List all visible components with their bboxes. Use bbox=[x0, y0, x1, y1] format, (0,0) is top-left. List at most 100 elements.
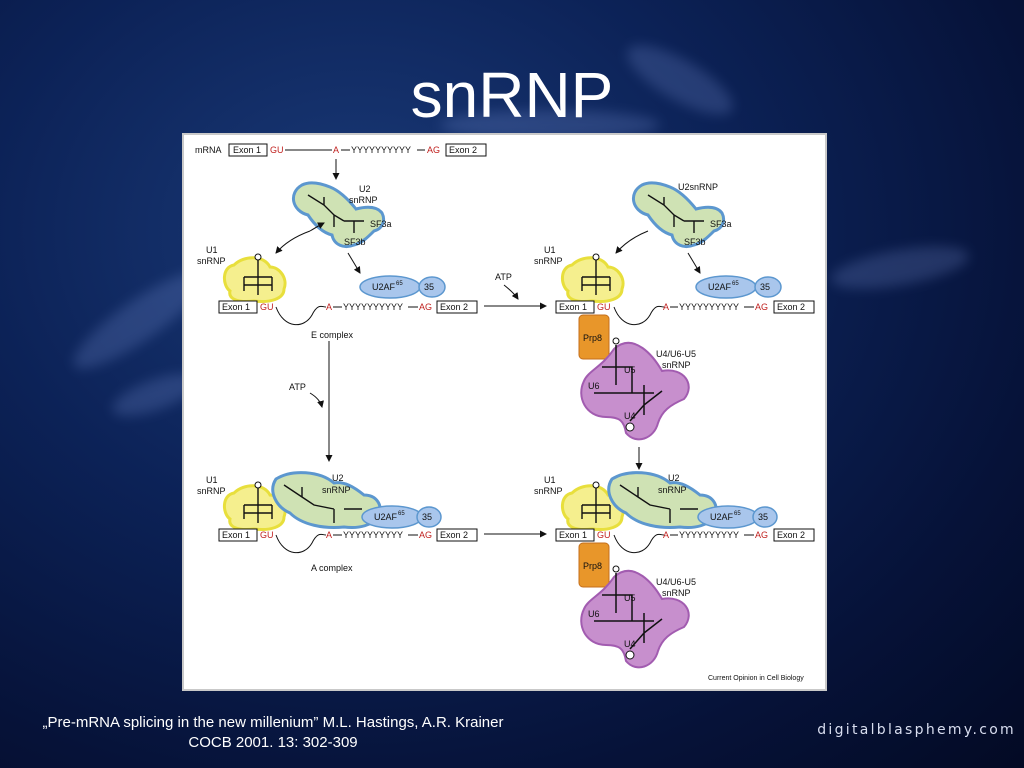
ag-label: AG bbox=[755, 530, 768, 540]
u1-snrnp-label: snRNP bbox=[197, 256, 226, 266]
u2-snrnp-top-left: U2 snRNP SF3a SF3b bbox=[292, 181, 392, 249]
prp8-label: Prp8 bbox=[583, 561, 602, 571]
u2af-top-right: U2AF 65 35 bbox=[695, 275, 782, 299]
u1-snrnp-bottom-right: U1 snRNP bbox=[534, 475, 625, 531]
brand-watermark: digitalblasphemy.com bbox=[817, 722, 1016, 738]
mrna-a-complex: Exon 1 GU A YYYYYYYYYY AG Exon 2 A compl… bbox=[218, 528, 478, 573]
ag-label: AG bbox=[419, 530, 432, 540]
u1-snrnp-bottom-left: U1 snRNP bbox=[197, 475, 287, 531]
snrnp-label: snRNP bbox=[658, 485, 687, 495]
branch-a-label: A bbox=[663, 530, 669, 540]
u2af-label: U2AF bbox=[372, 282, 396, 292]
exon2-label: Exon 2 bbox=[449, 145, 477, 155]
snrnp-label: snRNP bbox=[349, 195, 378, 205]
u2af-sup: 65 bbox=[734, 511, 741, 517]
u1-label: U1 bbox=[206, 475, 218, 485]
mrna-bottom-right: Exon 1 GU A YYYYYYYYYY AG Exon 2 bbox=[555, 528, 815, 553]
u2af-sup: 65 bbox=[398, 511, 405, 517]
u2af-sup: 65 bbox=[396, 281, 403, 287]
u1-snrnp-label: snRNP bbox=[534, 256, 563, 266]
branch-a-label: A bbox=[333, 145, 339, 155]
ag-label: AG bbox=[419, 302, 432, 312]
u2af35-label: 35 bbox=[422, 512, 432, 522]
citation-line-2: COCB 2001. 13: 302-309 bbox=[188, 734, 358, 751]
branch-a-label: A bbox=[326, 302, 332, 312]
figure-credit: Current Opinion in Cell Biology bbox=[708, 675, 804, 682]
u2-label: U2 bbox=[668, 473, 680, 483]
a-complex-label: A complex bbox=[311, 563, 353, 573]
e-complex-label: E complex bbox=[311, 330, 354, 340]
u1-label: U1 bbox=[544, 475, 556, 485]
u2-snrnp-top-right: U2snRNP SF3a SF3b bbox=[632, 181, 732, 249]
u2af35-label: 35 bbox=[760, 282, 770, 292]
gu-label: GU bbox=[260, 530, 274, 540]
branch-a-label: A bbox=[663, 302, 669, 312]
exon2-label: Exon 2 bbox=[440, 302, 468, 312]
splicing-figure: mRNA Exon 1 GU A YYYYYYYYYY AG Exon 2 U2… bbox=[182, 133, 827, 691]
snrnp-label: snRNP bbox=[322, 485, 351, 495]
u1-snrnp-top-left: U1 snRNP bbox=[197, 245, 287, 303]
exon2-label: Exon 2 bbox=[440, 530, 468, 540]
u2af-top-left: U2AF 65 35 bbox=[359, 275, 446, 299]
u2af35-label: 35 bbox=[424, 282, 434, 292]
u1-label: U1 bbox=[544, 245, 556, 255]
poly-y-label: YYYYYYYYYY bbox=[343, 530, 403, 540]
slide-title: snRNP bbox=[410, 59, 614, 131]
atp-label-top: ATP bbox=[495, 272, 512, 282]
u4-label: U4 bbox=[624, 639, 636, 649]
u2snrnp-label: U2snRNP bbox=[678, 182, 718, 192]
tri-snrnp-label: U4/U6-U5 bbox=[656, 349, 696, 359]
u2af-sup: 65 bbox=[732, 281, 739, 287]
u2af-label: U2AF bbox=[710, 512, 734, 522]
u2af-label: U2AF bbox=[374, 512, 398, 522]
u1-snrnp-top-right: U1 snRNP bbox=[534, 245, 625, 303]
u6-label: U6 bbox=[588, 609, 600, 619]
citation-line-1: „Pre-mRNA splicing in the new millenium”… bbox=[42, 714, 504, 731]
gu-label: GU bbox=[270, 145, 284, 155]
prp8-top: Prp8 bbox=[578, 314, 610, 360]
u2-snrnp-bottom-right: U2 snRNP bbox=[607, 471, 718, 529]
u2af-label: U2AF bbox=[708, 282, 732, 292]
poly-y-label: YYYYYYYYYY bbox=[343, 302, 403, 312]
poly-y-label: YYYYYYYYYY bbox=[679, 530, 739, 540]
exon1-label: Exon 1 bbox=[559, 530, 587, 540]
tri-snrnp-label-2: snRNP bbox=[662, 360, 691, 370]
mrna-top: mRNA Exon 1 GU A YYYYYYYYYY AG Exon 2 bbox=[195, 143, 487, 157]
exon2-label: Exon 2 bbox=[777, 530, 805, 540]
ag-label: AG bbox=[755, 302, 768, 312]
prp8-bottom: Prp8 bbox=[578, 542, 610, 588]
u1-label: U1 bbox=[206, 245, 218, 255]
mrna-top-right: Exon 1 GU A YYYYYYYYYY AG Exon 2 bbox=[555, 300, 815, 325]
exon1-label: Exon 1 bbox=[222, 302, 250, 312]
u1-snrnp-label: snRNP bbox=[197, 486, 226, 496]
mrna-label: mRNA bbox=[195, 145, 222, 155]
gu-label: GU bbox=[597, 302, 611, 312]
prp8-label: Prp8 bbox=[583, 333, 602, 343]
u5-label: U5 bbox=[624, 593, 636, 603]
poly-y-label: YYYYYYYYYY bbox=[679, 302, 739, 312]
u2af35-label: 35 bbox=[758, 512, 768, 522]
exon1-label: Exon 1 bbox=[222, 530, 250, 540]
u2-label: U2 bbox=[332, 473, 344, 483]
poly-y-label: YYYYYYYYYY bbox=[351, 145, 411, 155]
tri-snrnp-top: U4/U6-U5 snRNP U5 U6 U4 bbox=[580, 337, 696, 441]
u5-label: U5 bbox=[624, 365, 636, 375]
u2-label: U2 bbox=[359, 184, 371, 194]
u4-label: U4 bbox=[624, 411, 636, 421]
u2af-bottom-left: U2AF 65 35 bbox=[361, 505, 442, 529]
atp-label-left: ATP bbox=[289, 382, 306, 392]
sf3a-label: SF3a bbox=[370, 219, 392, 229]
tri-snrnp-bottom: U4/U6-U5 snRNP U5 U6 U4 bbox=[580, 565, 696, 669]
sf3b-label: SF3b bbox=[684, 237, 706, 247]
ag-label: AG bbox=[427, 145, 440, 155]
mrna-e-complex: Exon 1 GU A YYYYYYYYYY AG Exon 2 E compl… bbox=[218, 300, 478, 340]
exon1-label: Exon 1 bbox=[233, 145, 261, 155]
u1-snrnp-label: snRNP bbox=[534, 486, 563, 496]
u6-label: U6 bbox=[588, 381, 600, 391]
citation: „Pre-mRNA splicing in the new millenium”… bbox=[8, 713, 538, 753]
exon2-label: Exon 2 bbox=[777, 302, 805, 312]
exon1-label: Exon 1 bbox=[559, 302, 587, 312]
u2af-bottom-right: U2AF 65 35 bbox=[697, 505, 778, 529]
gu-label: GU bbox=[260, 302, 274, 312]
gu-label: GU bbox=[597, 530, 611, 540]
